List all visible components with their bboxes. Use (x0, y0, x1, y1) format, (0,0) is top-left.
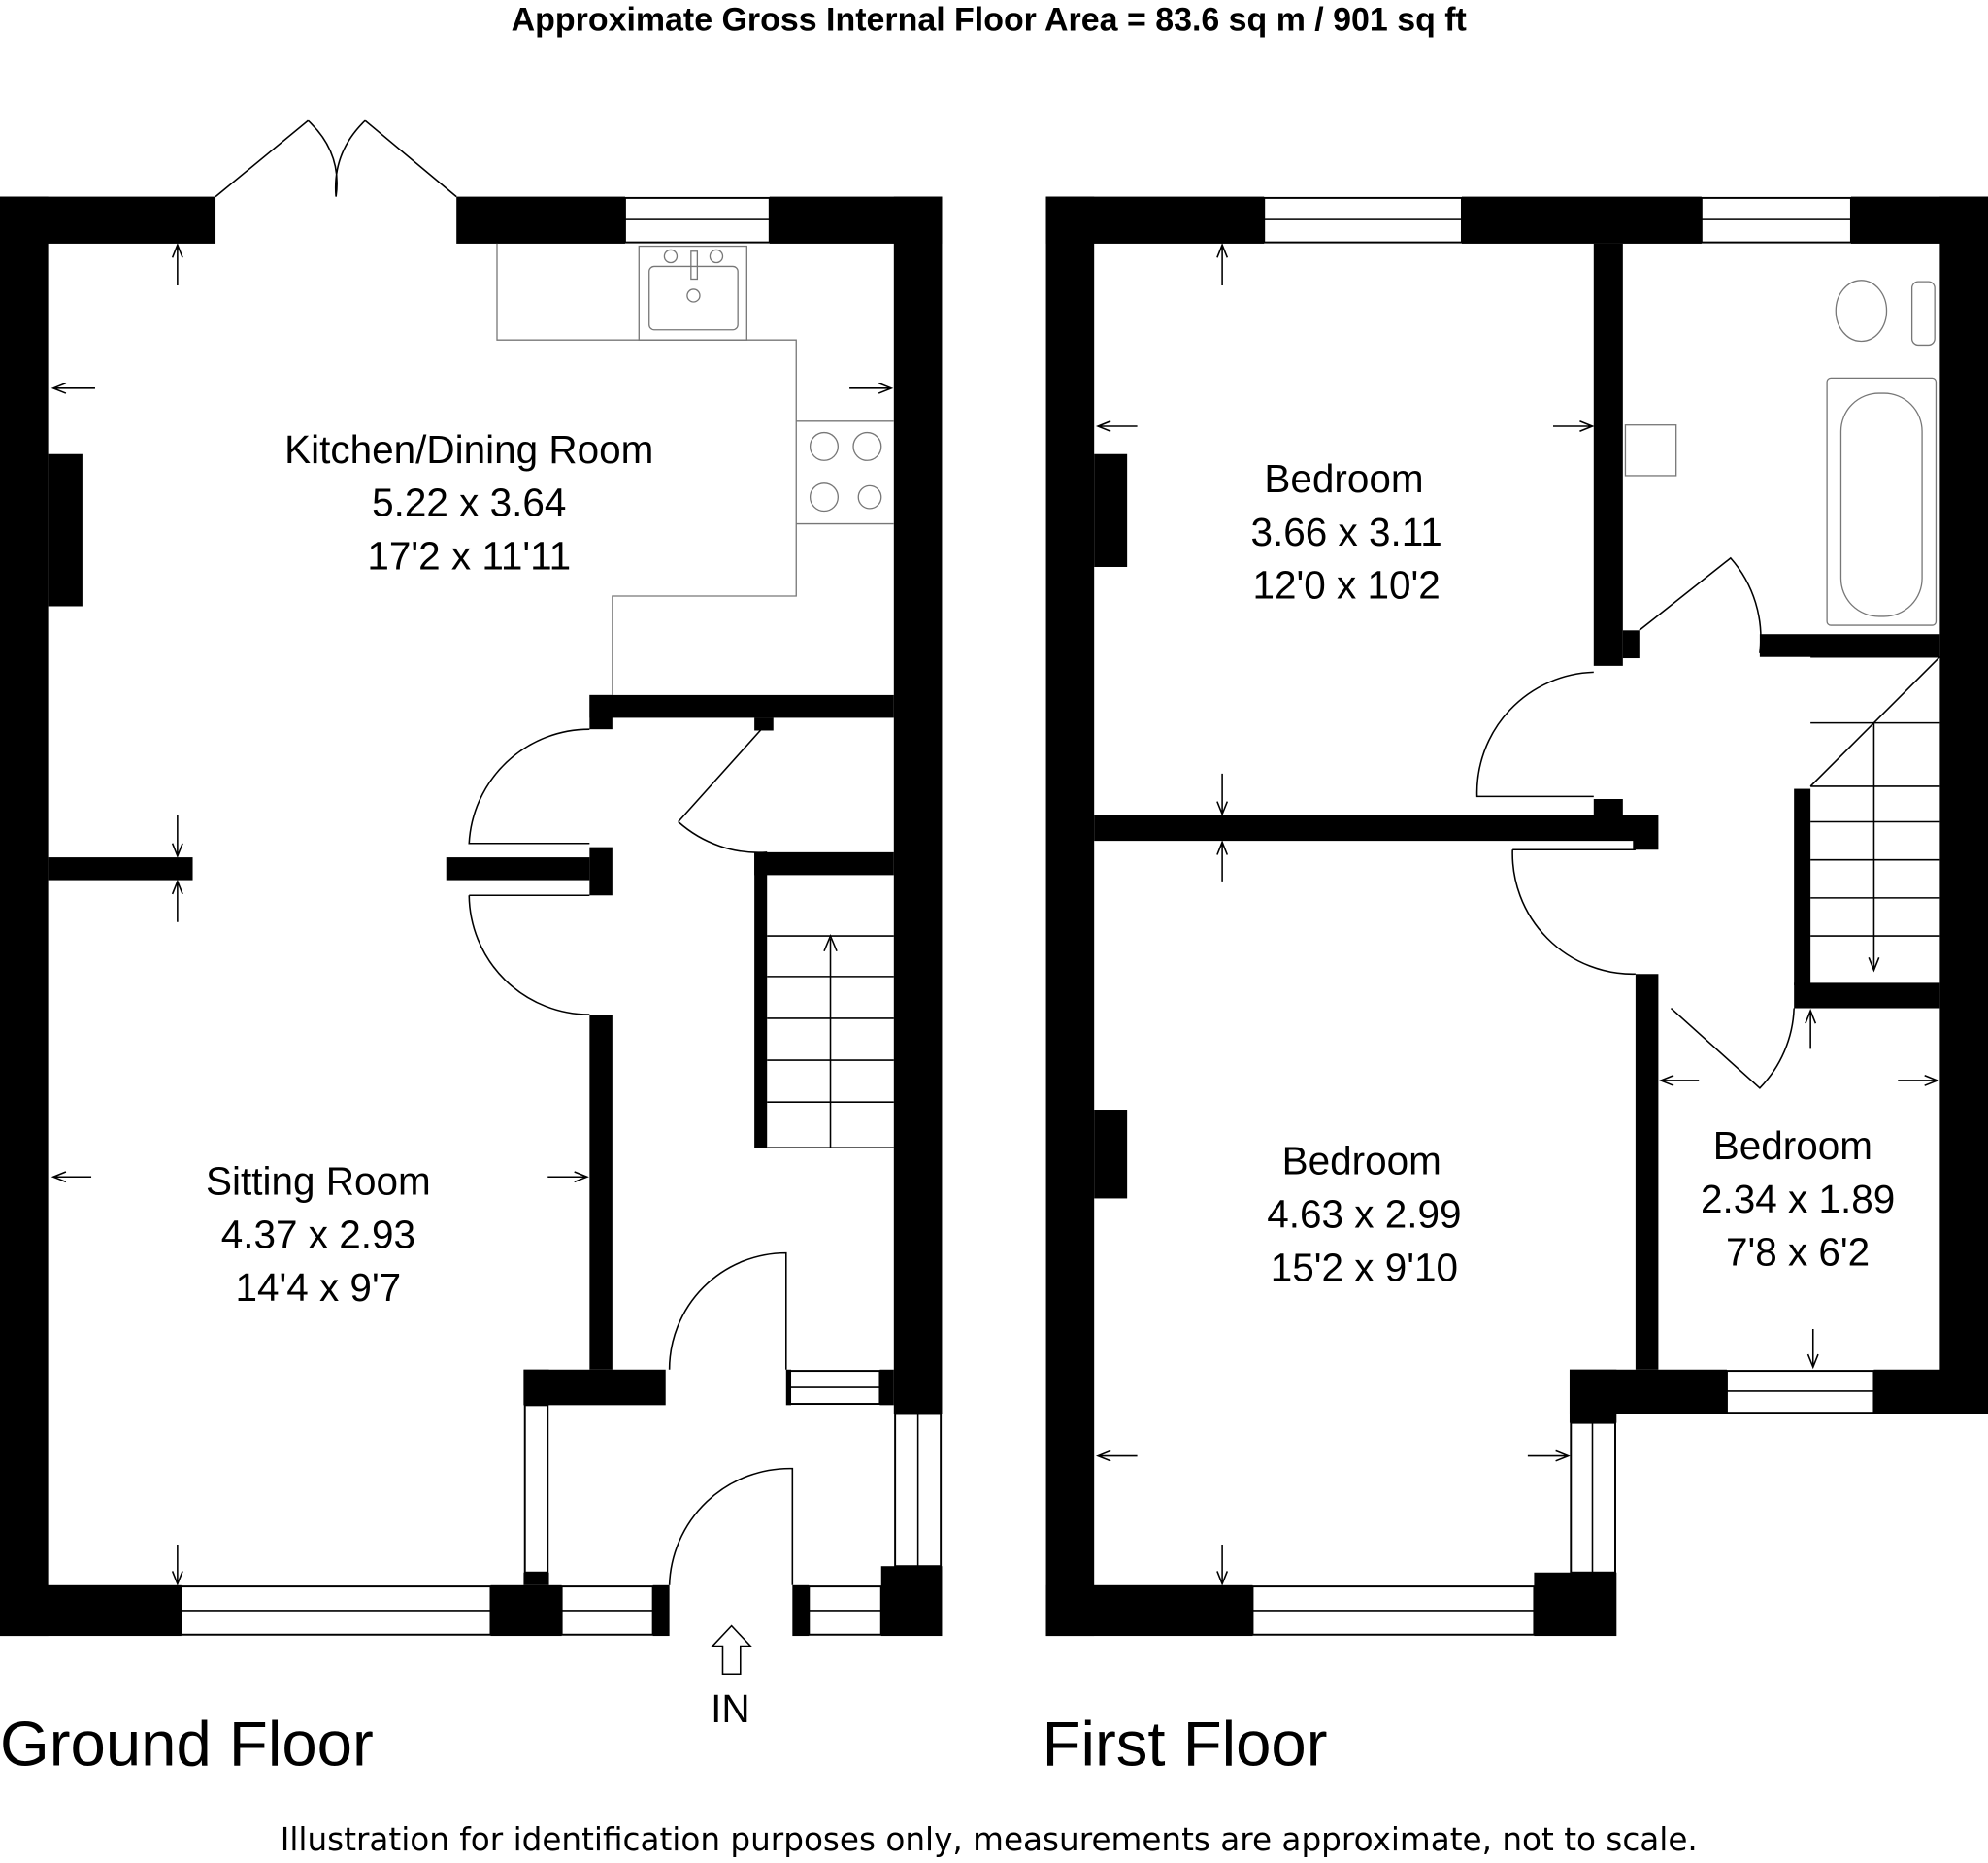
entrance-label: IN (711, 1686, 749, 1731)
room-name: Kitchen/Dining Room (284, 427, 653, 472)
room-metric: 5.22 x 3.64 (372, 481, 566, 525)
room-imperial: 12'0 x 10'2 (1252, 563, 1440, 608)
first-floor-plan: Bedroom 3.66 x 3.11 12'0 x 10'2 Bedroom … (1043, 196, 1988, 1779)
room-imperial: 7'8 x 6'2 (1726, 1230, 1870, 1275)
first-floor-label: First Floor (1043, 1708, 1328, 1779)
room-imperial: 14'4 x 9'7 (235, 1265, 401, 1310)
ground-floor-label: Ground Floor (0, 1708, 374, 1779)
room-metric: 4.37 x 2.93 (221, 1212, 415, 1256)
disclaimer: Illustration for identification purposes… (281, 1821, 1698, 1858)
floor-area-title: Approximate Gross Internal Floor Area = … (512, 2, 1467, 39)
room-name: Bedroom (1713, 1123, 1872, 1168)
room-name: Bedroom (1282, 1139, 1441, 1183)
room-imperial: 15'2 x 9'10 (1271, 1245, 1458, 1289)
room-name: Sitting Room (206, 1159, 431, 1204)
room-metric: 2.34 x 1.89 (1701, 1177, 1895, 1221)
room-name: Bedroom (1264, 456, 1423, 501)
room-metric: 4.63 x 2.99 (1267, 1191, 1461, 1236)
room-imperial: 17'2 x 11'11 (367, 534, 571, 579)
ground-floor-plan: Kitchen/Dining Room 5.22 x 3.64 17'2 x 1… (0, 119, 943, 1779)
room-metric: 3.66 x 3.11 (1250, 510, 1441, 554)
